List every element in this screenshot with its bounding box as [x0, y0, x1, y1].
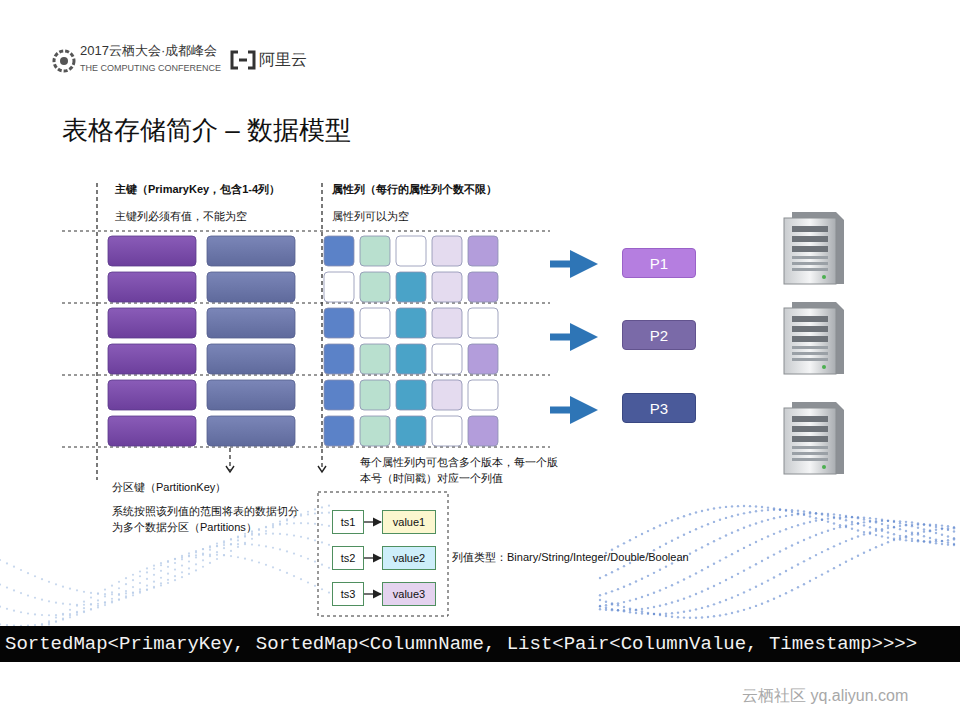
partition-box: P3 — [622, 393, 696, 423]
table-cells — [108, 236, 498, 446]
column-note: 属性列可以为空 — [332, 209, 409, 225]
code-band: SortedMap<PrimaryKey, SortedMap<ColumnNa… — [0, 626, 960, 662]
servers — [784, 212, 844, 474]
conference-subtitle: THE COMPUTING CONFERENCE — [80, 62, 221, 75]
partition-box-text: P2 — [650, 327, 668, 344]
partition-key-label: 分区键（PartitionKey） — [112, 480, 226, 496]
guide-lines — [97, 183, 322, 480]
slide-title: 表格存储简介 – 数据模型 — [62, 112, 351, 150]
down-chevrons — [226, 466, 326, 472]
arrow-connector — [364, 521, 381, 522]
partition-note: 系统按照该列值的范围将表的数据切分为多个数据分区（Partitions） — [112, 504, 304, 536]
brand-name: 阿里云 — [259, 48, 307, 71]
code-band-text: SortedMap<PrimaryKey, SortedMap<ColumnNa… — [5, 633, 917, 655]
version-note: 每个属性列内可包含多个版本，每一个版本号（时间戳）对应一个列值 — [360, 455, 560, 487]
wave-decoration — [0, 505, 955, 643]
partition-arrows — [550, 264, 584, 410]
timestamp-box-text: ts1 — [341, 516, 356, 528]
row-separators — [62, 231, 550, 447]
partition-box-text: P3 — [650, 400, 668, 417]
timestamp-box: ts1 — [332, 510, 364, 534]
value-types-note: 列值类型：Binary/String/Integer/Double/Boolea… — [452, 550, 689, 566]
watermark: 云栖社区 yq.aliyun.com — [742, 684, 908, 707]
value-box-text: value3 — [393, 588, 425, 600]
aliyun-logo — [232, 52, 254, 68]
version-box — [318, 492, 448, 616]
timestamp-box: ts2 — [332, 546, 364, 570]
partition-box-text: P1 — [650, 255, 668, 272]
conference-name: 2017云栖大会·成都峰会 — [80, 42, 217, 61]
code-band — [0, 626, 960, 662]
column-heading: 主键（PrimaryKey，包含1-4列） — [115, 182, 280, 198]
column-note: 主键列必须有值，不能为空 — [115, 209, 247, 225]
value-box: value3 — [382, 582, 436, 606]
timestamp-box-text: ts2 — [341, 552, 356, 564]
timestamp-box: ts3 — [332, 582, 364, 606]
value-box: value2 — [382, 546, 436, 570]
value-box-text: value2 — [393, 552, 425, 564]
column-heading: 属性列（每行的属性列个数不限） — [332, 182, 497, 198]
value-box-text: value1 — [393, 516, 425, 528]
value-box: value1 — [382, 510, 436, 534]
conference-logo — [54, 51, 74, 71]
arrow-connector — [364, 593, 381, 594]
partition-box: P1 — [622, 248, 696, 278]
partition-box: P2 — [622, 320, 696, 350]
arrow-connector — [364, 557, 381, 558]
timestamp-box-text: ts3 — [341, 588, 356, 600]
